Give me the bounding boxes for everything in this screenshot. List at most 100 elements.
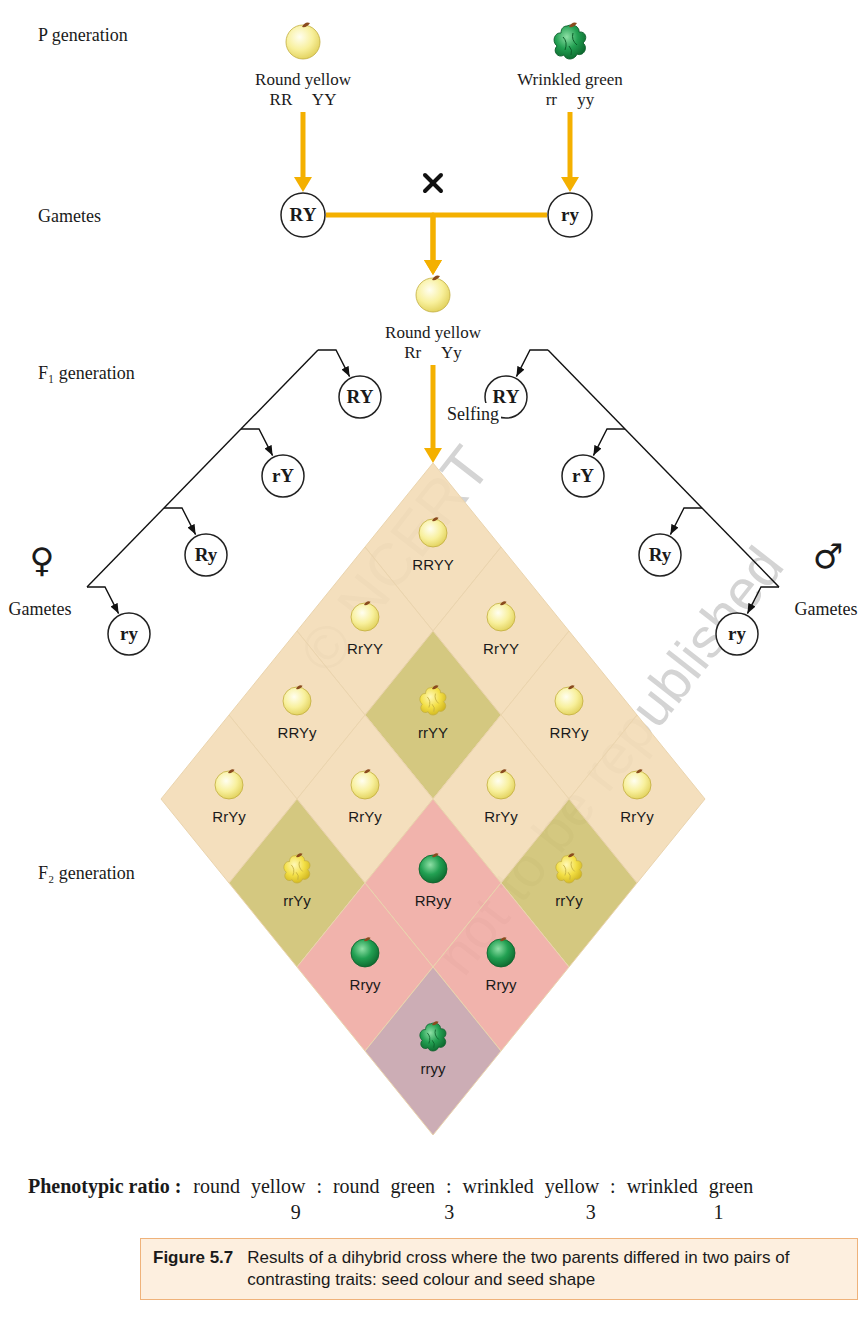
seed-illustration bbox=[411, 275, 455, 315]
figure-part bbox=[548, 350, 779, 587]
seed-icon bbox=[286, 23, 320, 60]
round-seed bbox=[215, 771, 243, 799]
seed-hilum bbox=[364, 769, 371, 773]
gamete-label: RY bbox=[347, 386, 374, 408]
gamete-label: RY bbox=[290, 204, 317, 226]
seed-wrinkles bbox=[427, 694, 439, 712]
gamete-circle: RY bbox=[280, 192, 326, 238]
figure-part bbox=[593, 429, 625, 456]
arrow-shaft bbox=[430, 365, 435, 450]
round-seed bbox=[351, 603, 379, 631]
gamete-label: ry bbox=[120, 623, 138, 645]
gamete-label: rY bbox=[572, 465, 594, 487]
gamete-label: ry bbox=[561, 204, 579, 226]
ratio-number: 9 bbox=[291, 1200, 301, 1224]
genotype-label: RrYY bbox=[483, 640, 519, 658]
seed-hilum bbox=[432, 276, 440, 281]
round-seed bbox=[623, 771, 651, 799]
seed-icon bbox=[215, 769, 243, 799]
figure-part bbox=[318, 350, 350, 377]
seed-icon bbox=[419, 517, 447, 547]
caption-box: Figure 5.7 Results of a dihybrid cross wh… bbox=[140, 1238, 858, 1300]
seed-icon bbox=[351, 937, 379, 967]
caption-text: Results of a dihybrid cross where the tw… bbox=[247, 1247, 845, 1291]
genotype-label: rrYy bbox=[283, 892, 311, 910]
seed-label: Round yellow bbox=[250, 70, 356, 90]
seed-icon bbox=[420, 685, 446, 715]
figure-part bbox=[747, 587, 779, 614]
generation-label: F₁ generation bbox=[38, 362, 135, 384]
seed-illustration bbox=[281, 22, 325, 62]
flow-arrow bbox=[561, 112, 579, 192]
seed-label: Wrinkled green bbox=[512, 70, 628, 90]
gamete-circle: ry bbox=[107, 612, 151, 656]
arrow-head bbox=[294, 177, 312, 192]
seed-hilum bbox=[432, 517, 439, 521]
genotype-label: RRYY bbox=[412, 556, 453, 574]
round-seed bbox=[419, 519, 447, 547]
seed-hilum bbox=[500, 769, 507, 773]
gamete-ring bbox=[716, 613, 758, 655]
seed-label: Round yellow bbox=[380, 323, 486, 343]
wrinkled-seed bbox=[420, 687, 446, 715]
seed-icon bbox=[284, 853, 310, 883]
seed-icon bbox=[554, 23, 586, 60]
round-seed bbox=[351, 771, 379, 799]
gamete-ring bbox=[548, 193, 592, 237]
gamete-circle: ry bbox=[715, 612, 759, 656]
generation-label: P generation bbox=[38, 24, 128, 46]
cross-symbol bbox=[425, 175, 441, 191]
figure-part bbox=[425, 175, 441, 191]
gamete-circle: RY bbox=[338, 375, 382, 419]
seed-icon bbox=[487, 769, 515, 799]
seed-icon bbox=[420, 1021, 446, 1051]
ratio-number: 3 bbox=[586, 1200, 596, 1224]
seed-icon bbox=[487, 601, 515, 631]
seed-icon bbox=[283, 685, 311, 715]
female-symbol: ♀ bbox=[30, 540, 55, 581]
arrow-head bbox=[424, 260, 442, 275]
punnett-cell: rryy bbox=[365, 967, 501, 1135]
arrow-head bbox=[424, 448, 442, 463]
wrinkled-seed bbox=[556, 855, 582, 883]
seed-hilum bbox=[228, 769, 235, 773]
wrinkled-seed bbox=[420, 1023, 446, 1051]
seed-icon bbox=[419, 853, 447, 883]
seed-icon bbox=[623, 769, 651, 799]
ratio-number: 3 bbox=[444, 1200, 454, 1224]
genotype-label: RrYy bbox=[484, 808, 517, 826]
seed-label: RR YY bbox=[250, 90, 356, 110]
gamete-label: Ry bbox=[649, 544, 672, 566]
genotype-label: RrYy bbox=[348, 808, 381, 826]
round-seed bbox=[283, 687, 311, 715]
seed-hilum bbox=[500, 937, 507, 941]
gamete-circle: rY bbox=[561, 454, 605, 498]
round-seed bbox=[416, 278, 450, 312]
arrow-shaft bbox=[326, 215, 433, 262]
round-seed bbox=[555, 687, 583, 715]
seed-node: Wrinkled greenrr yy bbox=[512, 22, 628, 110]
genotype-label: rrYY bbox=[418, 724, 448, 742]
phenotype-list: round yellow : round green : wrinkled ye… bbox=[193, 1174, 753, 1198]
flow-arrow bbox=[424, 215, 547, 275]
seed-hilum bbox=[568, 685, 575, 689]
gamete-label: Ry bbox=[195, 544, 218, 566]
arrow-head bbox=[424, 260, 442, 275]
seed-hilum bbox=[364, 937, 371, 941]
figure-number: Figure 5.7 bbox=[153, 1247, 233, 1291]
seed-node: Round yellowRR YY bbox=[250, 22, 356, 110]
seed-hilum bbox=[302, 23, 310, 28]
generation-label: F₂ generation bbox=[38, 862, 135, 884]
ratio-heading: Phenotypic ratio : bbox=[28, 1174, 181, 1198]
seed-hilum bbox=[569, 23, 577, 28]
genotype-label: rrYy bbox=[555, 892, 583, 910]
seed-label: rr yy bbox=[512, 90, 628, 110]
seed-icon bbox=[351, 601, 379, 631]
gametes-label: Gametes bbox=[795, 598, 858, 620]
seed-hilum bbox=[432, 853, 439, 857]
seed-hilum bbox=[296, 853, 303, 857]
arrow-shaft bbox=[568, 112, 573, 179]
seed-wrinkles bbox=[291, 862, 303, 880]
male-symbol: ♂ bbox=[813, 536, 843, 577]
